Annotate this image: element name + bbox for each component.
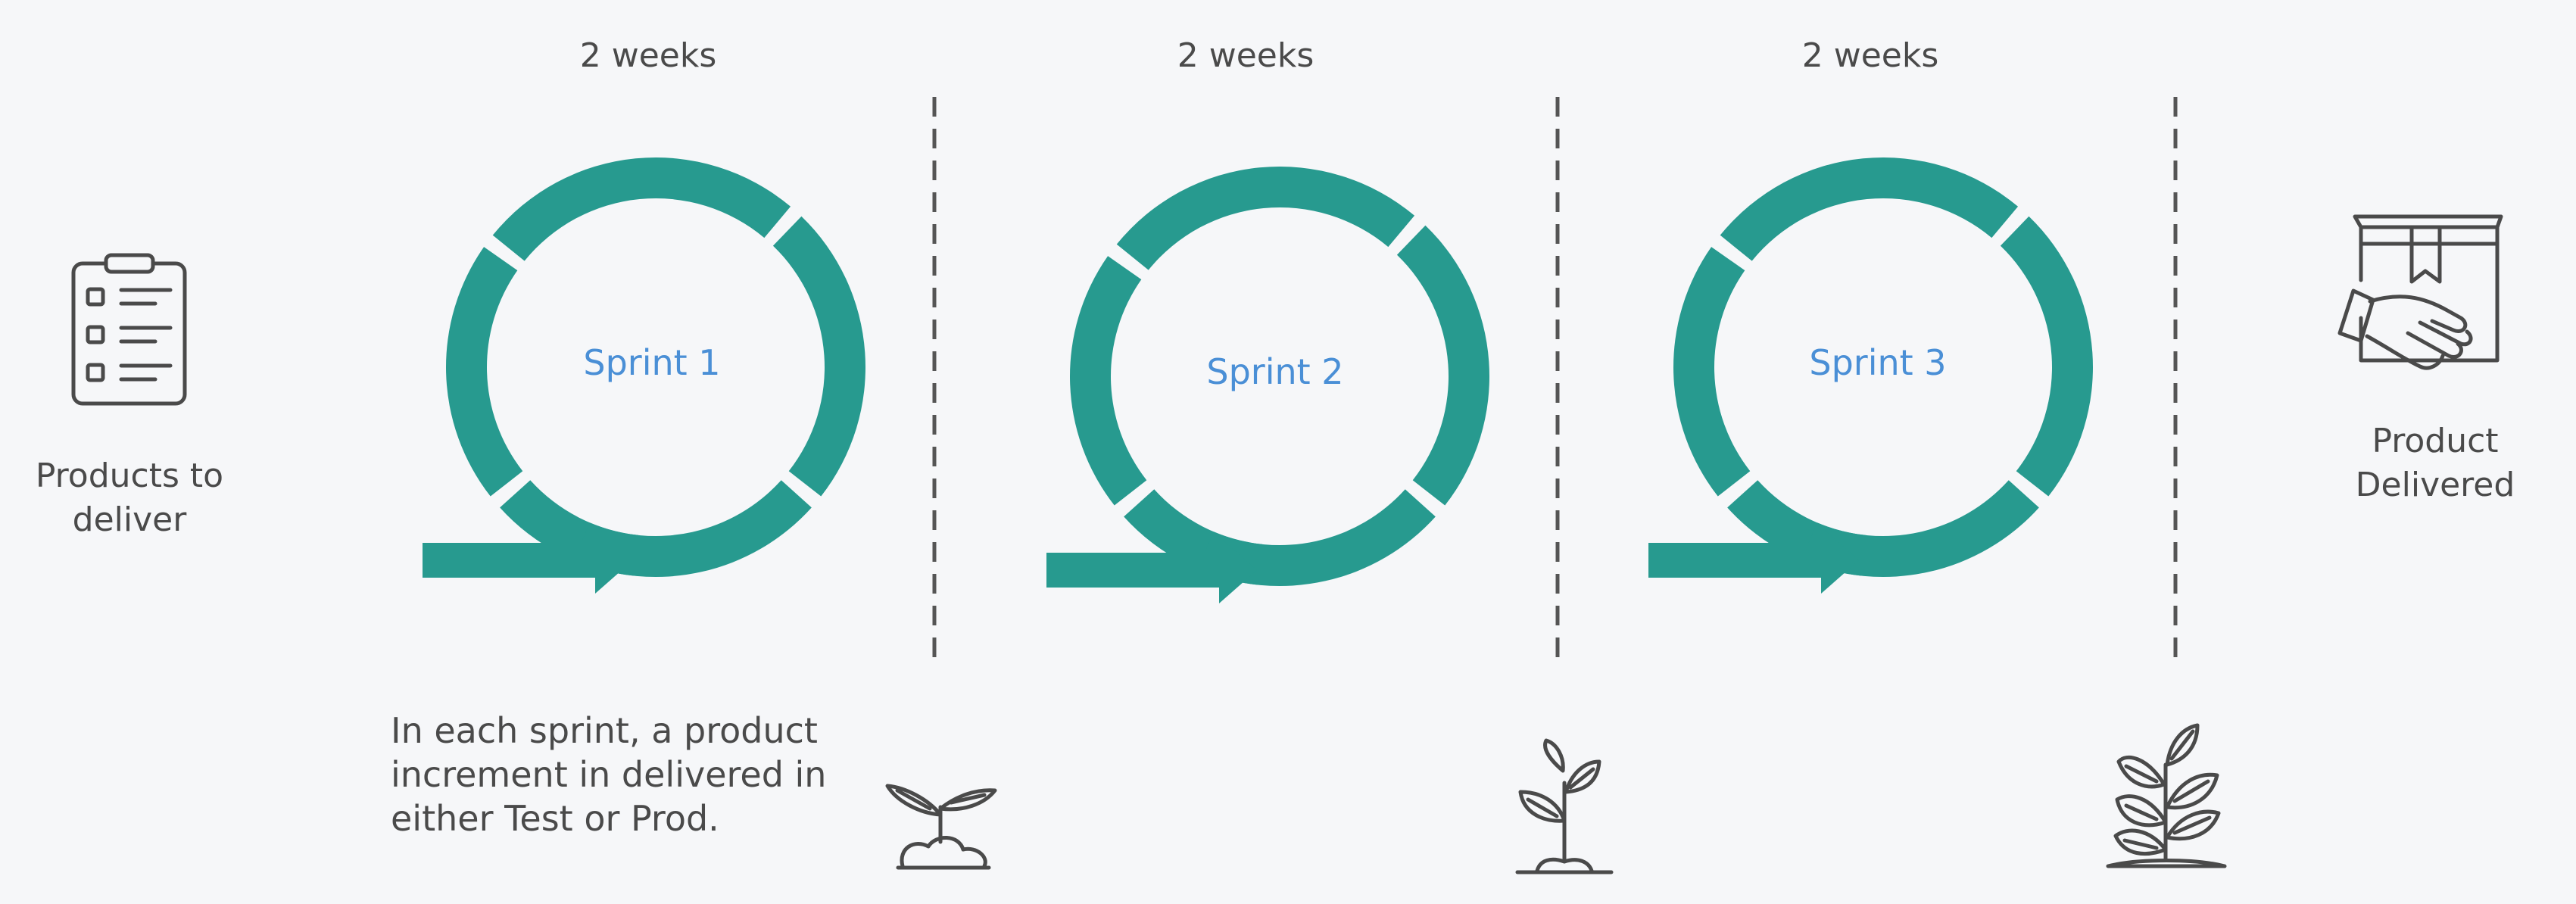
cycle-segment (1720, 157, 2019, 261)
sprint-label-1: Sprint 1 (583, 342, 721, 383)
cycle-segment (1673, 247, 1751, 497)
cycle-segment (772, 216, 865, 497)
cycle-segment (1801, 480, 2039, 578)
arrow-2 (1046, 537, 1257, 603)
cycle-segment (1197, 489, 1436, 586)
cycle-segment (1116, 167, 1415, 270)
start-label: Products to deliver (35, 457, 224, 539)
cycle-segment (1070, 256, 1147, 506)
sprint-note: In each sprint, a product increment in d… (391, 710, 827, 839)
sprint-label-2: Sprint 2 (1206, 351, 1344, 392)
sprint-label-3: Sprint 3 (1809, 342, 1947, 383)
cycle-segment (492, 157, 791, 261)
cycle-segment (446, 247, 523, 497)
arrow-1 (423, 527, 633, 594)
package-handover-icon (2337, 214, 2503, 370)
arrow-3 (1648, 527, 1859, 594)
young-plant-icon (2106, 723, 2227, 868)
cycle-segment (573, 480, 812, 577)
cycle-segment (2000, 216, 2094, 497)
sprout-icon (885, 784, 997, 870)
interval-label-2: 2 weeks (1177, 36, 1315, 75)
interval-label-1: 2 weeks (579, 36, 717, 75)
sprint-cycle-2 (1070, 167, 1489, 586)
clipboard-checklist-icon (71, 253, 187, 406)
cycle-segment (1396, 225, 1489, 506)
end-label: Product Delivered (2355, 422, 2515, 504)
seedling-icon (1515, 738, 1614, 874)
interval-label-3: 2 weeks (1801, 36, 1939, 75)
